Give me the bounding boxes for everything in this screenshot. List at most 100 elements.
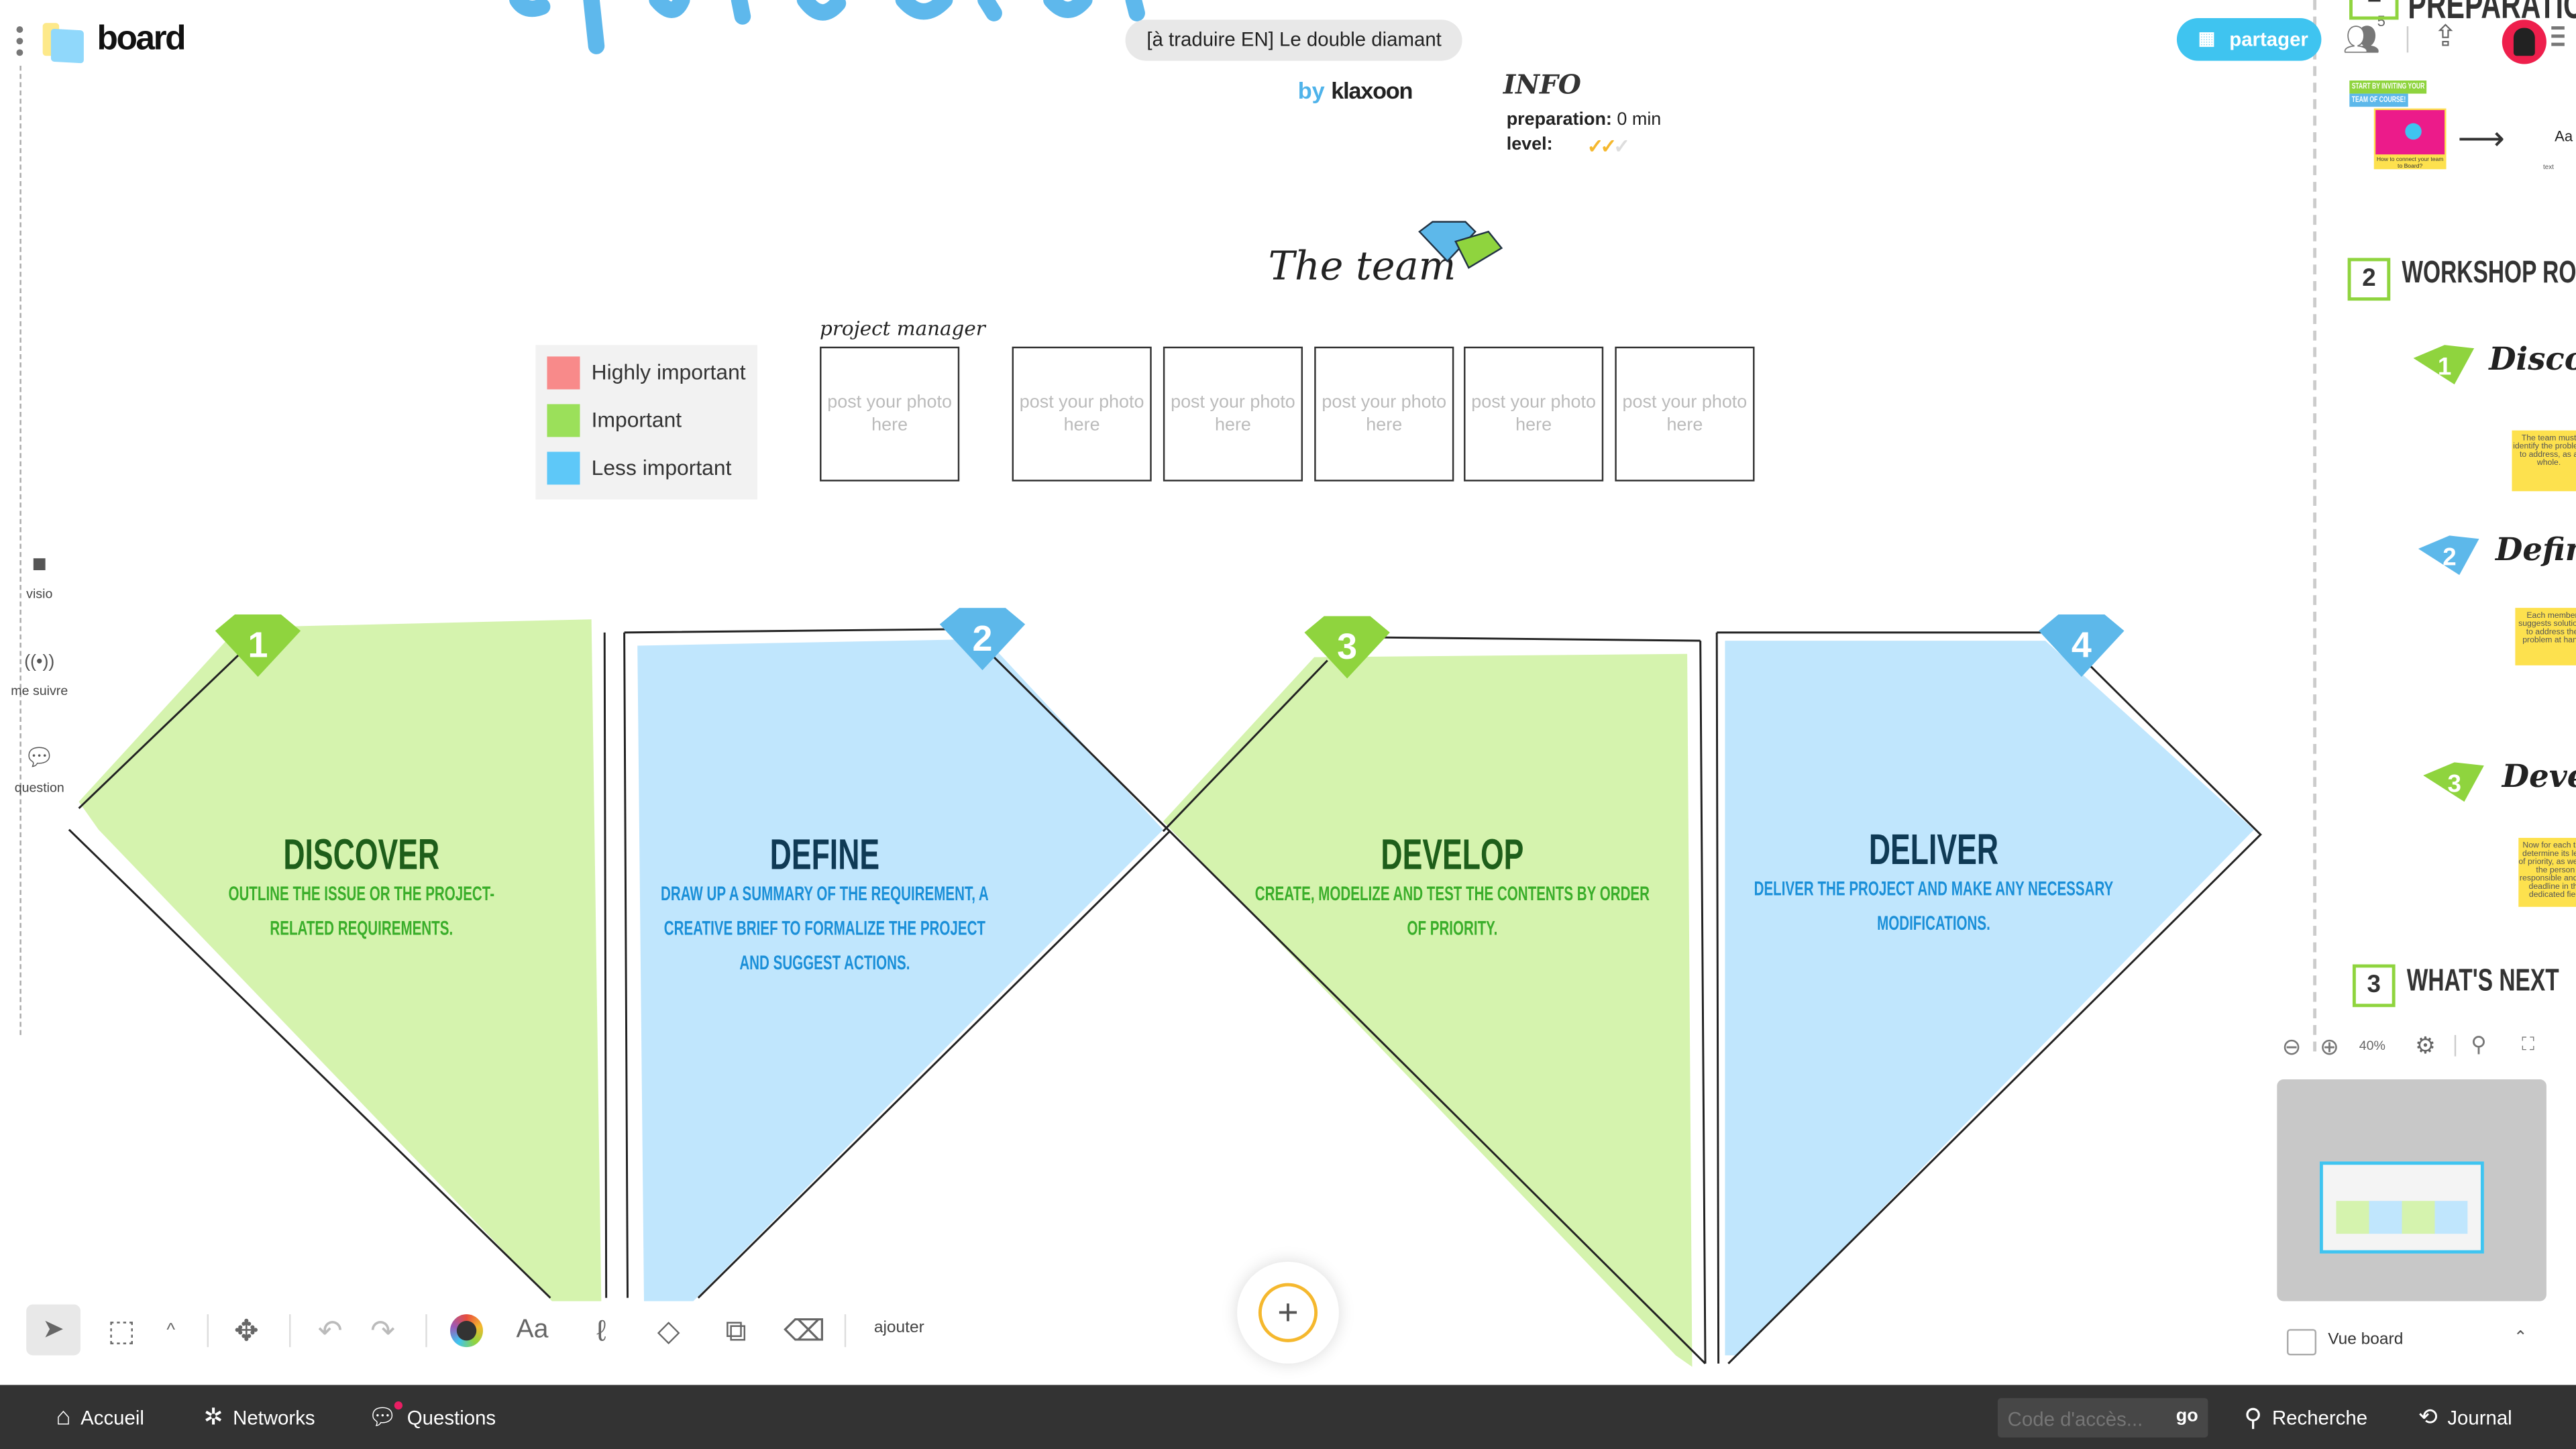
zoom-in-button[interactable]: ⊕ <box>2319 1033 2339 1060</box>
fullscreen-icon[interactable]: ⛶ <box>2522 1034 2535 1055</box>
sidebar-item-question[interactable]: 💬︎question <box>7 744 72 795</box>
video-icon: ■ <box>32 550 47 579</box>
home-icon: ⌂ <box>56 1403 71 1432</box>
menu-icon[interactable] <box>2551 26 2565 46</box>
redo-icon[interactable]: ↷ <box>370 1314 396 1348</box>
phase-number: 1 <box>248 625 268 665</box>
phase-badge: 4 <box>2039 614 2125 677</box>
brand-name: klaxoon <box>1331 77 1413 104</box>
export-upload-icon[interactable]: ⇪ <box>2432 19 2458 53</box>
phase-title: DISCOVER <box>283 829 440 879</box>
frame-border <box>19 65 21 1035</box>
phase-description: CREATE, MODELIZE AND TEST THE CONTENTS B… <box>1254 882 1650 906</box>
text-tool-icon[interactable]: Aa <box>516 1316 549 1344</box>
eraser-icon[interactable]: ⌫ <box>784 1314 826 1348</box>
undo-icon[interactable]: ↶ <box>317 1314 343 1348</box>
legend-item: Important <box>535 396 757 443</box>
area-select-icon[interactable]: ⬚ <box>107 1314 136 1348</box>
photo-slot[interactable]: post your photo here <box>1615 346 1755 482</box>
menu-dots-icon[interactable] <box>16 26 23 56</box>
phase-title: DEFINE <box>769 829 880 879</box>
photo-slot[interactable]: post your photo here <box>1314 346 1454 482</box>
settings-gear-icon[interactable]: ⚙ <box>2415 1031 2436 1059</box>
phase-description: RELATED REQUIREMENTS. <box>270 916 453 940</box>
sidebar-item-me-suivre[interactable]: ((•))me suivre <box>7 647 72 698</box>
search-label: Recherche <box>2271 1406 2368 1430</box>
video-caption: How to connect your team to Board? <box>2376 156 2444 170</box>
minimap[interactable] <box>2277 1079 2546 1301</box>
add-label[interactable]: ajouter <box>873 1319 924 1338</box>
sidebar-label: visio <box>26 586 53 602</box>
questions-label: Questions <box>407 1405 496 1429</box>
photo-slot[interactable]: post your photo here <box>1464 346 1604 482</box>
section-1-number: 1 <box>2349 0 2399 20</box>
search-button[interactable]: ⚲Recherche <box>2244 1403 2368 1433</box>
sticky-note[interactable]: The team must identify the problem to ad… <box>2512 430 2576 492</box>
phase-description: AND SUGGEST ACTIONS. <box>739 951 910 975</box>
zoom-out-button[interactable]: ⊖ <box>2282 1033 2302 1060</box>
user-avatar[interactable] <box>2502 19 2546 64</box>
deliver-area <box>1725 641 2255 1356</box>
go-button[interactable]: go <box>2176 1406 2198 1426</box>
shapes-icon[interactable]: ◇ <box>657 1314 680 1348</box>
legend-label: Important <box>591 407 682 433</box>
phase-badge: 1 <box>215 614 301 677</box>
photo-slot[interactable]: post your photo here <box>1163 346 1303 482</box>
level-label: level: <box>1506 134 1553 155</box>
share-button[interactable]: ▦ partager <box>2176 17 2322 61</box>
preparation-label: preparation: <box>1506 110 1612 130</box>
discover-area <box>78 619 602 1301</box>
frame-border-right <box>2313 0 2317 1052</box>
move-pan-icon[interactable]: ✥ <box>233 1314 259 1348</box>
by-label: by <box>1297 77 1325 104</box>
access-code-input[interactable] <box>2004 1403 2176 1436</box>
klaxoon-brand: by klaxoon <box>1298 77 1413 103</box>
develop-area <box>1163 653 1693 1367</box>
pen-draw-icon[interactable]: ℓ <box>596 1314 606 1348</box>
photo-slot[interactable]: post your photo here <box>820 346 960 482</box>
role-badge: 2 <box>2418 535 2479 576</box>
divider <box>2406 26 2409 53</box>
svg-text:3: 3 <box>2448 769 2461 797</box>
divider <box>425 1314 427 1348</box>
select-tool-button[interactable]: ➤ <box>26 1304 81 1356</box>
pm-label: project manager <box>820 317 985 340</box>
sticky-note[interactable]: Now for each task determine its level of… <box>2518 837 2576 907</box>
video-tutorial-card[interactable]: How to connect your team to Board? <box>2373 108 2447 170</box>
phase-badge: 2 <box>939 608 1026 671</box>
search-zoom-icon[interactable]: ⚲ <box>2471 1031 2487 1057</box>
sidebar-item-visio[interactable]: ■ visio <box>7 550 72 601</box>
outline-line <box>68 628 1171 1299</box>
access-code-field[interactable]: go <box>1997 1398 2208 1438</box>
chevron-up-icon[interactable]: ^ <box>166 1320 176 1341</box>
minimap-viewport[interactable] <box>2319 1161 2484 1254</box>
broadcast-icon: ((•)) <box>24 652 55 672</box>
photo-slot[interactable]: post your photo here <box>1012 346 1152 482</box>
phase-description: DRAW UP A SUMMARY OF THE REQUIREMENT, A <box>660 882 989 906</box>
role-badge: 1 <box>2413 345 2475 385</box>
add-button[interactable]: + <box>1237 1261 1339 1364</box>
divider <box>207 1314 209 1348</box>
board-view-icon <box>2286 1329 2317 1356</box>
journal-button[interactable]: ⟲Journal <box>2418 1403 2512 1431</box>
connector-icon[interactable]: ⧉ <box>725 1314 747 1348</box>
sticky-note[interactable]: Each member suggests solutions to addres… <box>2515 608 2576 665</box>
phase-title: DEVELOP <box>1381 829 1524 879</box>
networks-button[interactable]: ✲Networks <box>204 1403 315 1431</box>
text-tool-sample: Aa <box>2555 128 2573 145</box>
phase-number: 3 <box>1337 627 1357 667</box>
questions-icon: 💬︎ <box>368 1401 402 1431</box>
board-title[interactable]: [à traduire EN] Le double diamant <box>1125 19 1463 61</box>
questions-button[interactable]: 💬︎Questions <box>368 1401 496 1431</box>
team-title: The team <box>1268 243 1456 290</box>
home-button[interactable]: ⌂Accueil <box>56 1403 144 1431</box>
chevron-up-icon[interactable]: ⌃ <box>2513 1329 2528 1348</box>
section-3-number: 3 <box>2352 964 2396 1008</box>
board-view-label[interactable]: Vue board <box>2328 1330 2404 1349</box>
color-picker-button[interactable] <box>450 1314 484 1348</box>
journal-label: Journal <box>2447 1405 2512 1429</box>
participants-icon[interactable]: 👥︎ <box>2343 23 2381 56</box>
role-title: Devel <box>2502 759 2576 796</box>
